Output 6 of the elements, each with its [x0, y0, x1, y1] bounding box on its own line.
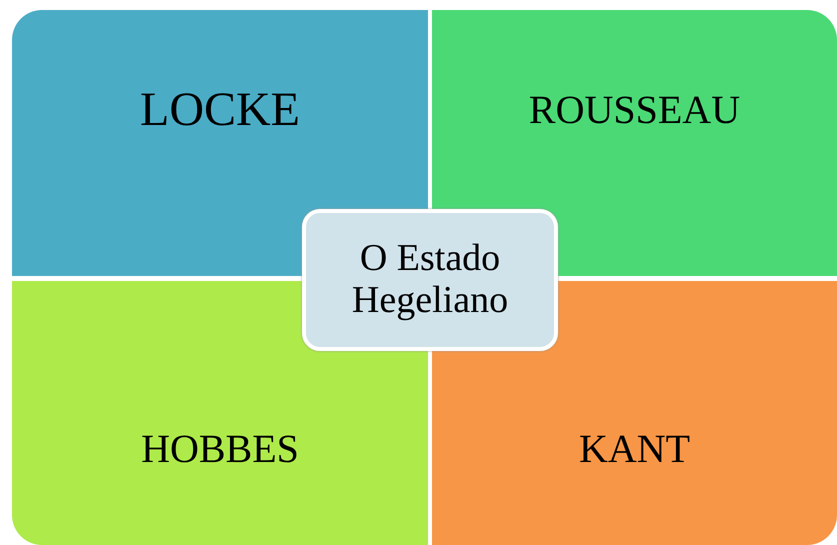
center-box — [302, 209, 558, 351]
philosopher-name: ROUSSEAU — [528, 86, 740, 134]
philosopher-name: HOBBES — [141, 425, 299, 473]
philosopher-name: LOCKE — [140, 82, 300, 138]
center-title: O Estado Hegeliano — [350, 238, 510, 322]
philosopher-name: KANT — [578, 425, 690, 473]
